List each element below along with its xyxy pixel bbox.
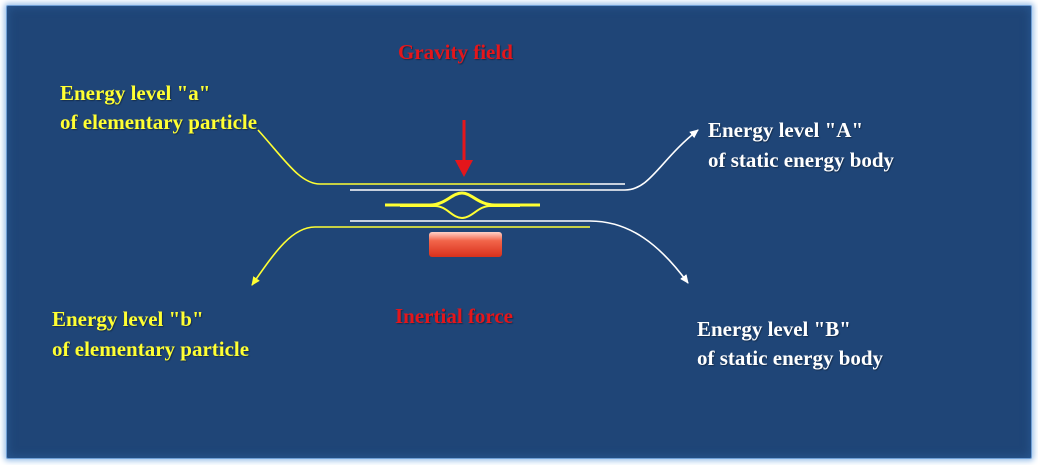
lower-level-line-yellow	[252, 227, 590, 285]
gravity-arrow-head	[455, 160, 473, 177]
gravity-field-label: Gravity field	[398, 39, 513, 65]
particle-wave-lower	[400, 206, 520, 218]
upper-level-line-white	[350, 130, 698, 190]
level-B-label-line1: Energy level "B"	[697, 316, 851, 342]
level-a-label-line1: Energy level "a"	[60, 80, 210, 106]
level-B-label-line2: of static energy body	[697, 345, 883, 371]
level-A-label-line2: of static energy body	[708, 147, 894, 173]
level-a-label-line2: of elementary particle	[60, 109, 257, 135]
level-A-label-line1: Energy level "A"	[708, 117, 863, 143]
inertial-block	[429, 232, 502, 257]
lower-level-line-white	[350, 221, 688, 283]
particle-wave	[385, 193, 540, 205]
inertial-force-label: Inertial force	[395, 303, 513, 329]
upper-level-line-yellow	[258, 130, 590, 184]
level-b-label-line1: Energy level "b"	[52, 306, 204, 332]
level-b-label-line2: of elementary particle	[52, 336, 249, 362]
